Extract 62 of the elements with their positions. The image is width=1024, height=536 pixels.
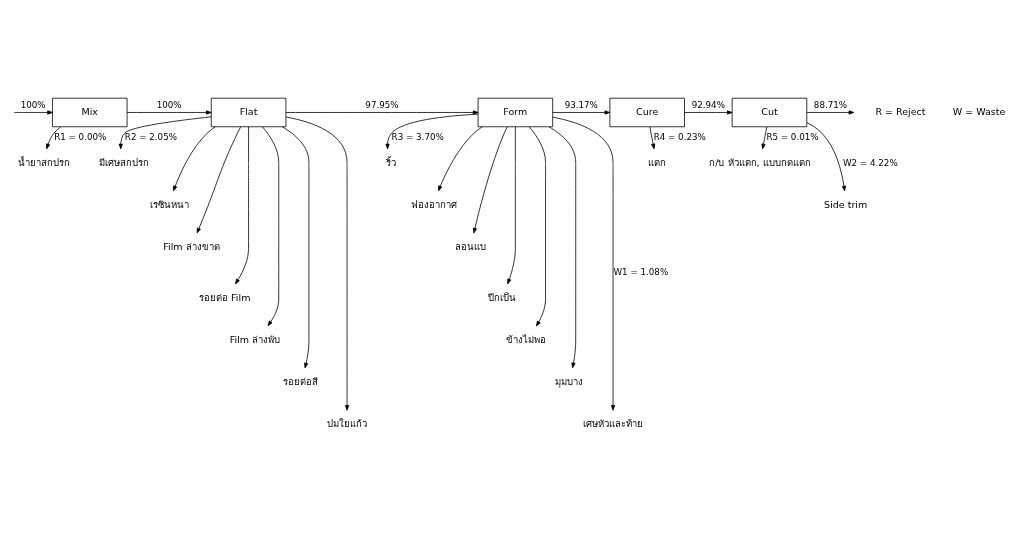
- arrow: [548, 125, 577, 368]
- edge-label: R5 = 0.01%: [766, 131, 819, 142]
- arrow: [684, 109, 733, 115]
- arrow: [806, 109, 855, 115]
- node-text: รอยต่อสี: [283, 375, 319, 387]
- node-text: น้ำยาสกปรก: [18, 156, 71, 168]
- arrow: [552, 116, 616, 411]
- arrow: [262, 125, 280, 326]
- edge-label: W2 = 4.22%: [842, 157, 898, 168]
- arrow: [285, 109, 479, 115]
- edge-label: R3 = 3.70%: [391, 131, 444, 142]
- node-text: มุมบาง: [555, 375, 584, 387]
- node-box: Mix: [52, 97, 128, 127]
- arrow: [118, 115, 212, 149]
- node-text: ลอนแบ: [455, 240, 487, 252]
- edge-label: 97.95%: [365, 99, 399, 110]
- edge-label: 88.71%: [813, 99, 848, 110]
- arrow: [281, 125, 310, 368]
- node-text: ปมใยแก้ว: [327, 417, 368, 429]
- node-box: Cut: [731, 97, 808, 127]
- node-text: ปีกเป็น: [487, 291, 516, 303]
- node-text: เรซินหนา: [149, 198, 189, 210]
- arrow: [438, 125, 483, 191]
- arrow: [46, 125, 61, 149]
- node-text: ข้างไม่พอ: [506, 333, 547, 345]
- arrow: [649, 126, 656, 149]
- arrow: [507, 125, 516, 284]
- edge-label: W1 = 1.08%: [613, 266, 669, 277]
- node-text: เศษหัวและท้าย: [583, 417, 644, 429]
- arrow: [173, 125, 216, 191]
- arrow: [196, 125, 242, 233]
- node-text: Film ล่างขาด: [163, 240, 220, 252]
- edge-label: 92.94%: [691, 99, 725, 110]
- node-text: ฟองอากาศ: [410, 198, 457, 210]
- node-text: แตก: [647, 156, 666, 168]
- arrow: [285, 116, 350, 411]
- node-box: Flat: [210, 97, 287, 127]
- node-box: Cure: [609, 97, 685, 127]
- label: W = Waste: [952, 105, 1006, 117]
- node-text: ก/บ หัวแตก, แบบกดแตก: [709, 156, 811, 168]
- node-text: Side trim: [824, 198, 868, 210]
- arrow: [13, 109, 53, 115]
- node-text: รอยต่อ Film: [199, 291, 251, 303]
- arrow: [126, 109, 212, 115]
- node-text: มีเศษสกปรก: [98, 156, 149, 168]
- label: R = Reject: [875, 105, 926, 117]
- arrow: [385, 113, 479, 149]
- edge-label: 100%: [156, 99, 182, 110]
- arrow: [806, 121, 846, 191]
- node-box: Form: [477, 97, 554, 127]
- node-text: ริ้ว: [385, 156, 396, 168]
- arrow: [528, 125, 546, 326]
- edge-label: R4 = 0.23%: [653, 131, 706, 142]
- edge-label: 93.17%: [564, 99, 598, 110]
- edge-label: R2 = 2.05%: [124, 131, 177, 142]
- edge-label: R1 = 0.00%: [54, 131, 107, 142]
- arrow: [761, 126, 768, 149]
- edge-label: 100%: [20, 99, 46, 110]
- arrow: [235, 125, 249, 284]
- node-text: Film ล่างพับ: [229, 333, 281, 345]
- arrow: [472, 126, 508, 233]
- arrow: [552, 109, 611, 115]
